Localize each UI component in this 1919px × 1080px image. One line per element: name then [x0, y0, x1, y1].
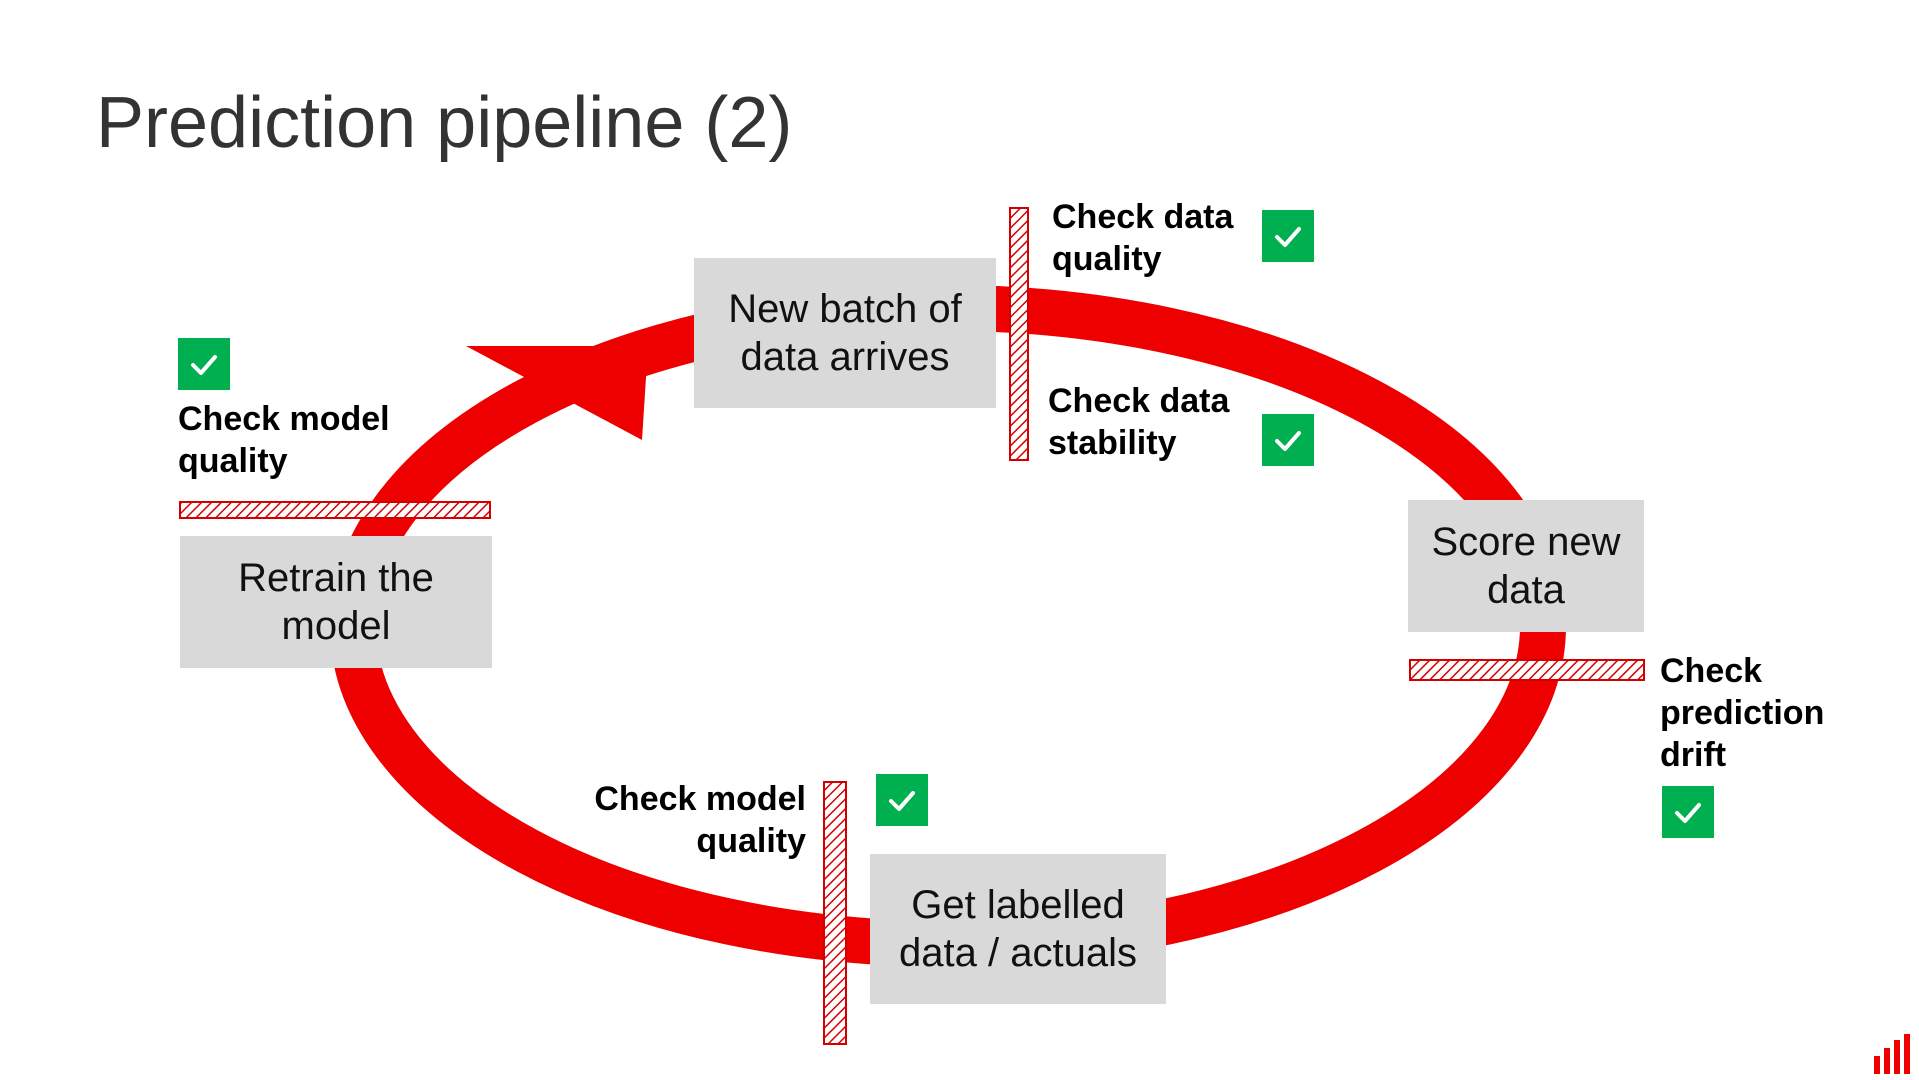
step-labelled: Get labelled data / actuals	[870, 854, 1166, 1004]
gate-model-quality-left	[179, 501, 491, 519]
step-retrain: Retrain the model	[180, 536, 492, 668]
step-new-batch-label: New batch of data arrives	[728, 287, 962, 379]
check-icon	[876, 774, 928, 826]
check-data-quality-label: Check data quality	[1052, 198, 1234, 278]
cycle-arrowhead-icon	[466, 346, 648, 440]
check-data-stability-label: Check data stability	[1048, 382, 1230, 462]
check-model-quality-bottom-label: Check model quality	[594, 780, 806, 860]
step-score: Score new data	[1408, 500, 1644, 632]
step-labelled-label: Get labelled data / actuals	[899, 883, 1137, 975]
step-new-batch: New batch of data arrives	[694, 258, 996, 408]
check-icon	[1262, 210, 1314, 262]
gate-prediction-drift	[1409, 659, 1645, 681]
gate-data-checks	[1009, 207, 1029, 461]
check-model-quality-left-label: Check model quality	[178, 400, 390, 480]
check-icon	[178, 338, 230, 390]
gate-model-quality-bottom	[823, 781, 847, 1045]
step-retrain-label: Retrain the model	[238, 556, 434, 648]
check-prediction-drift-label: Check prediction drift	[1660, 652, 1825, 774]
step-score-label: Score new data	[1431, 520, 1621, 612]
check-icon	[1662, 786, 1714, 838]
page-title: Prediction pipeline (2)	[96, 83, 793, 163]
check-icon	[1262, 414, 1314, 466]
bar-logo-icon	[1874, 1034, 1910, 1074]
